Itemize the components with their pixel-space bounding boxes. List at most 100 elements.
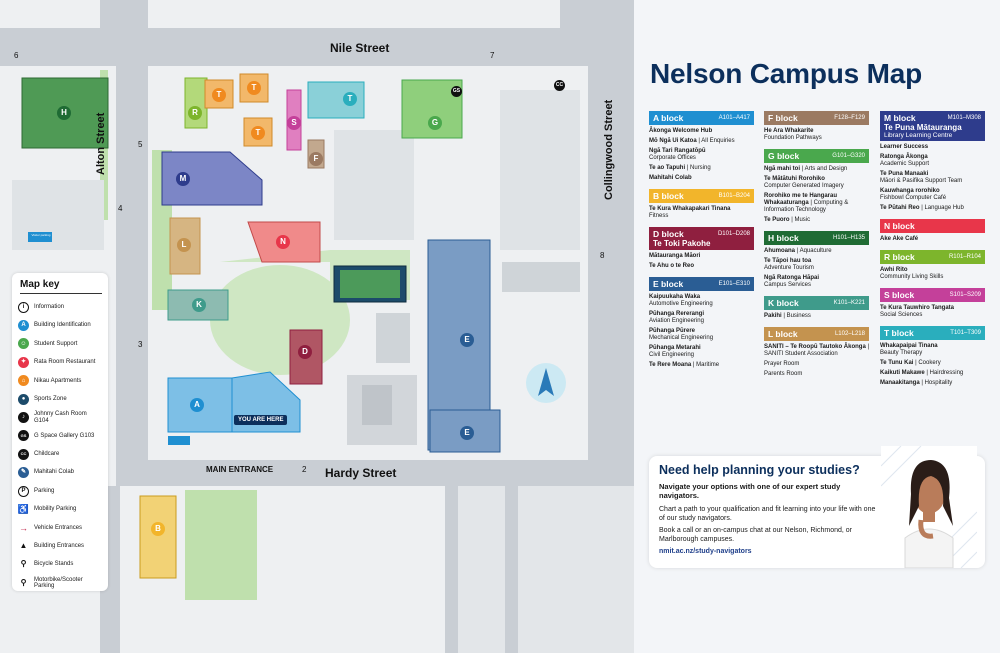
gs-marker: GS xyxy=(451,86,462,97)
you-are-here-label: YOU ARE HERE xyxy=(234,415,288,425)
street-label-south: Hardy Street xyxy=(325,466,397,480)
building-entrance-icon: ▲ xyxy=(19,541,28,551)
motorbike-parking-icon: ⚲ xyxy=(20,577,27,587)
building-letter-a: A xyxy=(190,398,204,412)
mobility-parking-icon: ♿ xyxy=(17,504,30,515)
building-letter-s: S xyxy=(287,116,301,130)
vehicle-entrance-6: 6 xyxy=(14,51,19,60)
map-key-item: ⚲Motorbike/Scooter Parking xyxy=(18,574,102,592)
building-letter-k: K xyxy=(192,298,206,312)
street-label-north: Nile Street xyxy=(330,41,390,55)
building-letter-t-west-3: T xyxy=(251,126,265,140)
building-m[interactable] xyxy=(161,151,263,206)
map-key-item: ✎Mahitahi Colab xyxy=(18,464,102,482)
map-key-item: →Vehicle Entrances xyxy=(19,522,83,533)
building-letter-t-west-1: T xyxy=(212,88,226,102)
building-letter-e2: E xyxy=(460,426,474,440)
map-key-item: ⌂Nikau Apartments xyxy=(18,372,102,390)
visitor-parking-label: Visitor parking xyxy=(31,233,51,237)
building-identification-icon: A xyxy=(18,320,29,332)
study-navigator-card: Need help planning your studies? Navigat… xyxy=(649,446,985,568)
map-key-item: ▲Building Entrances xyxy=(19,541,85,551)
campus-map[interactable]: Nile Street Hardy Street Alton Street Co… xyxy=(0,0,634,653)
map-key-item: ●Sports Zone xyxy=(18,390,102,408)
page-title: Nelson Campus Map xyxy=(650,58,922,89)
map-key-item: ♿Mobility Parking xyxy=(17,504,77,515)
building-letter-m: M xyxy=(176,172,190,186)
bicycle-stand-icon: ⚲ xyxy=(20,559,27,569)
restaurant-icon: ✦ xyxy=(18,356,29,368)
study-navigator-photo xyxy=(881,446,977,568)
building-r[interactable] xyxy=(184,77,208,129)
building-letter-f: F xyxy=(309,152,323,166)
vehicle-entrance-7: 7 xyxy=(490,51,495,60)
vehicle-entrance-5: 5 xyxy=(138,140,143,149)
vehicle-entrance-3: 3 xyxy=(138,340,143,349)
map-key-item: ♪Johnny Cash Room G104 xyxy=(18,408,102,426)
block-n-header: N block xyxy=(880,219,985,233)
street-label-east: Collingwood Street xyxy=(603,99,615,200)
vehicle-entrance-8: 8 xyxy=(600,251,605,260)
building-letter-t: T xyxy=(343,92,357,106)
building-letter-e1: E xyxy=(460,333,474,347)
apartments-icon: ⌂ xyxy=(18,375,29,387)
help-paragraph-1: Chart a path to your qualification and f… xyxy=(659,506,876,522)
block-n: N block Ake Ake Café xyxy=(880,219,985,243)
help-paragraph-2: Book a call or an on-campus chat at our … xyxy=(659,527,852,543)
map-key-item: ✦Rata Room Restaurant xyxy=(18,353,102,371)
building-letter-g: G xyxy=(428,116,442,130)
help-title: Need help planning your studies? xyxy=(659,463,860,477)
johnny-cash-room-icon: ♪ xyxy=(18,412,29,424)
study-navigators-link[interactable]: nmit.ac.nz/study-navigators xyxy=(659,548,752,555)
building-letter-l: L xyxy=(177,238,191,252)
student-support-icon: ☺ xyxy=(18,338,29,350)
building-letter-n: N xyxy=(276,235,290,249)
childcare-icon: CC xyxy=(18,448,29,460)
cc-marker: CC xyxy=(554,80,565,91)
street-label-west: Alton Street xyxy=(95,112,107,175)
building-b[interactable] xyxy=(139,495,177,579)
building-letter-d: D xyxy=(298,345,312,359)
gallery-icon: GS xyxy=(18,430,29,442)
building-letter-t-west-2: T xyxy=(247,81,261,95)
main-entrance-label: MAIN ENTRANCE xyxy=(206,465,274,474)
help-lead: Navigate your options with one of our ex… xyxy=(659,482,841,500)
information-icon: i xyxy=(18,301,29,313)
colab-icon: ✎ xyxy=(18,467,29,479)
sports-icon: ● xyxy=(18,393,29,405)
building-letter-h: H xyxy=(57,106,71,120)
parking-icon: P xyxy=(18,485,29,497)
building-letter-b: B xyxy=(151,522,165,536)
map-key-title: Map key xyxy=(20,279,102,294)
